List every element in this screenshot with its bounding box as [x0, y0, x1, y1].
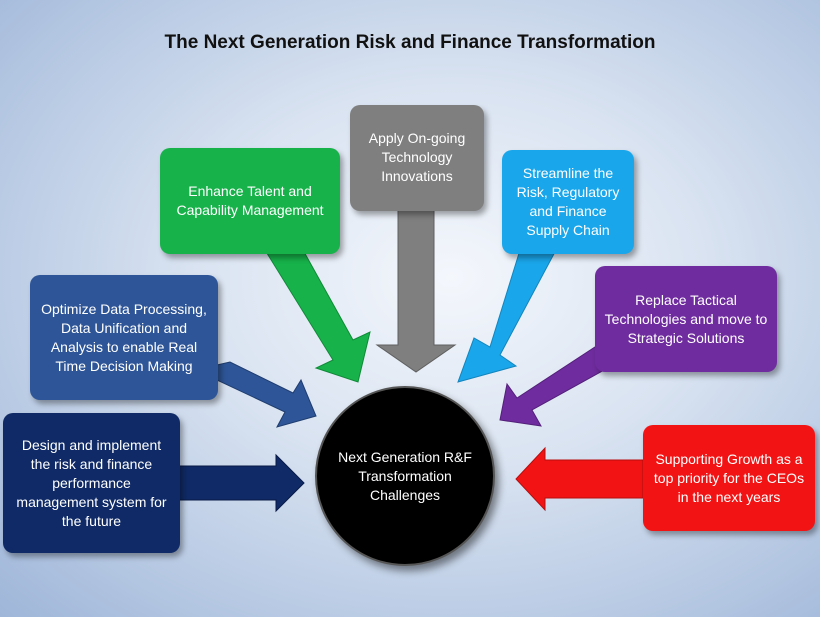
box-replace: Replace Tactical Technologies and move t…: [595, 266, 777, 372]
box-design: Design and implement the risk and financ…: [3, 413, 180, 553]
arrow-apply: [375, 209, 457, 373]
box-talent: Enhance Talent and Capability Management: [160, 148, 340, 254]
arrow-replace: [499, 344, 616, 427]
box-optimize-label: Optimize Data Processing, Data Unificati…: [41, 300, 207, 374]
arrow-talent: [264, 249, 371, 383]
box-optimize: Optimize Data Processing, Data Unificati…: [30, 275, 218, 400]
box-apply-label: Apply On-going Technology Innovations: [368, 130, 466, 184]
box-design-label: Design and implement the risk and financ…: [16, 436, 167, 529]
arrow-streamline: [457, 249, 557, 383]
box-replace-label: Replace Tactical Technologies and move t…: [604, 291, 768, 346]
box-streamline: Streamline the Risk, Regulatory and Fina…: [502, 150, 634, 254]
arrow-optimize: [216, 361, 317, 428]
center-label: Next Generation R&F Transformation Chall…: [338, 448, 472, 503]
box-apply: Apply On-going Technology Innovations: [350, 105, 484, 211]
center-circle: Next Generation R&F Transformation Chall…: [315, 386, 495, 566]
box-streamline-label: Streamline the Risk, Regulatory and Fina…: [516, 165, 620, 238]
arrow-growth: [515, 446, 644, 512]
box-growth-label: Supporting Growth as a top priority for …: [653, 450, 805, 505]
diagram-title: The Next Generation Risk and Finance Tra…: [164, 32, 656, 53]
box-growth: Supporting Growth as a top priority for …: [643, 425, 815, 531]
arrow-design: [178, 453, 305, 513]
box-talent-label: Enhance Talent and Capability Management: [176, 183, 324, 218]
